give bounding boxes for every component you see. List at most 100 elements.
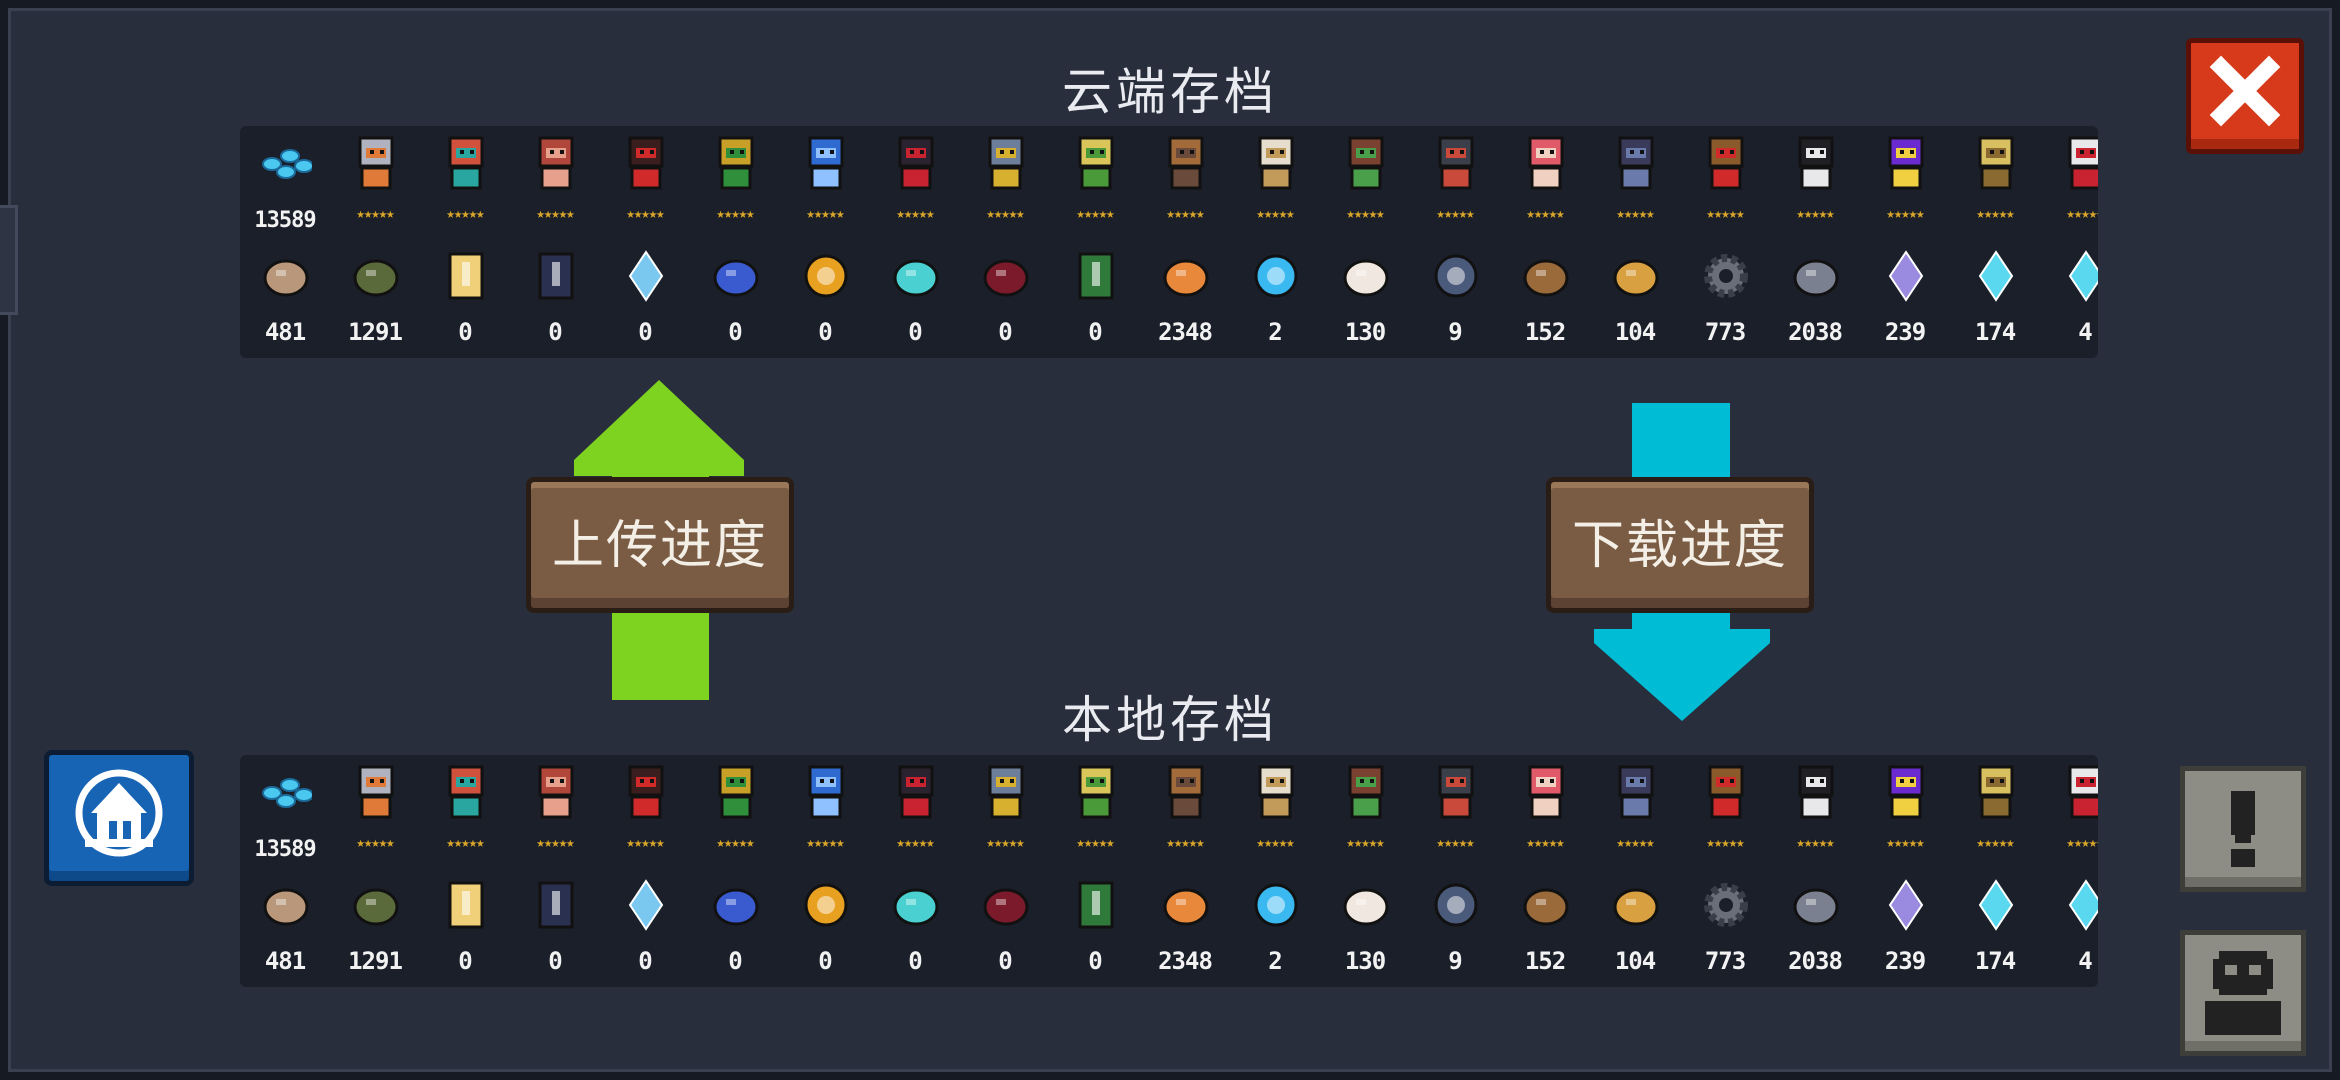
material-cell-partial: 4	[2040, 871, 2098, 987]
hero-stars: ★★★★★	[1436, 206, 1474, 222]
potion-material-icon	[713, 259, 759, 297]
paladin-hero-icon	[988, 765, 1024, 819]
close-button[interactable]	[2186, 38, 2304, 154]
officer-hero-icon	[1708, 136, 1744, 190]
engineer-hero-icon	[718, 136, 754, 190]
material-cell-green-book: 0	[1050, 871, 1140, 987]
hero-stars: ★★★★★	[1796, 206, 1834, 222]
hero-cell-elf: ★★★★★	[1050, 755, 1140, 871]
hero-stars: ★★★★★	[1616, 206, 1654, 222]
hero-stars: ★★★★★	[2066, 206, 2098, 222]
local-save-panel: 13589 ★★★★★ ★★★★★ ★★★★★ ★★★★★ ★★★★★ ★★★★★ ★★★★★…	[240, 755, 2098, 987]
profile-button[interactable]	[2180, 930, 2306, 1056]
hero-cell-assassin: ★★★★★	[600, 126, 690, 242]
vampire-hero-icon	[898, 765, 934, 819]
druid-hero-icon	[1348, 136, 1384, 190]
robot-hero-icon	[808, 765, 844, 819]
hero-cell-swordsman: ★★★★★	[1770, 126, 1860, 242]
crystal-material-icon	[628, 250, 664, 302]
ore-material-icon	[353, 888, 399, 926]
hero-stars: ★★★★★	[356, 835, 394, 851]
hero-cell-officer: ★★★★★	[1680, 126, 1770, 242]
hero-stars: ★★★★★	[536, 206, 574, 222]
swordsman-hero-icon	[1798, 136, 1834, 190]
hero-cell-knight: ★★★★★	[330, 755, 420, 871]
partial-material-icon	[2068, 250, 2098, 302]
material-cell-purple-shard: 239	[1860, 871, 1950, 987]
upload-progress-button[interactable]: 上传进度	[526, 477, 794, 613]
material-count: 773	[1704, 318, 1746, 346]
hero-cell-armadillo: ★★★★★	[1950, 126, 2040, 242]
hero-cell-engineer: ★★★★★	[690, 755, 780, 871]
hero-cell-druid: ★★★★★	[1320, 126, 1410, 242]
material-cell-spirit-gem: 0	[870, 871, 960, 987]
werewolf-hero-icon	[1168, 765, 1204, 819]
material-cell-purple-shard: 239	[1860, 242, 1950, 358]
material-cell-energy-orb: 2	[1230, 242, 1320, 358]
hero-stars: ★★★★★	[536, 835, 574, 851]
green-book-material-icon	[1078, 881, 1114, 929]
hero-stars: ★★★★★	[1796, 835, 1834, 851]
officer-hero-icon	[1708, 765, 1744, 819]
material-count: 0	[638, 947, 652, 975]
material-cell-gold-coin: 0	[780, 242, 870, 358]
material-cell-ore: 1291	[330, 242, 420, 358]
meat-material-icon	[1163, 259, 1209, 297]
hero-stars: ★★★★★	[1976, 835, 2014, 851]
hero-cell-berserker: ★★★★★	[1410, 126, 1500, 242]
material-cell-hammer: 152	[1500, 871, 1590, 987]
close-icon	[2209, 55, 2281, 127]
material-count: 239	[1884, 318, 1926, 346]
hero-stars: ★★★★★	[1346, 835, 1384, 851]
material-count: 9	[1448, 318, 1462, 346]
cloud-service-button[interactable]	[44, 750, 194, 886]
gear-material-icon	[1704, 254, 1748, 298]
energy-orb-material-icon	[1254, 883, 1298, 927]
assassin-hero-icon	[628, 136, 664, 190]
hero-cell-vampire: ★★★★★	[870, 755, 960, 871]
material-cell-iron-ore: 2038	[1770, 871, 1860, 987]
material-count: 0	[1088, 318, 1102, 346]
download-progress-button[interactable]: 下载进度	[1546, 477, 1814, 613]
partial-material-icon	[2068, 879, 2098, 931]
material-count: 0	[638, 318, 652, 346]
material-cell-hammer: 152	[1500, 242, 1590, 358]
material-cell-energy-orb: 2	[1230, 871, 1320, 987]
hero-cell-elf: ★★★★★	[1050, 126, 1140, 242]
material-count: 0	[998, 947, 1012, 975]
material-count: 0	[998, 318, 1012, 346]
cloud-service-logo	[75, 769, 163, 857]
character-silhouette-icon	[2205, 951, 2281, 1035]
gem-cell: 13589	[240, 755, 330, 871]
hero-stars: ★★★★★	[1256, 835, 1294, 851]
armadillo-hero-icon	[1978, 765, 2014, 819]
alert-button[interactable]	[2180, 766, 2306, 892]
hero-cell-wizard: ★★★★★	[1860, 755, 1950, 871]
material-count: 4	[2078, 947, 2092, 975]
material-cell-crystal: 0	[600, 871, 690, 987]
gold-coin-material-icon	[804, 254, 848, 298]
wizard-hero-icon	[1888, 765, 1924, 819]
material-cell-potion: 0	[690, 871, 780, 987]
local-save-title: 本地存档	[1062, 691, 1278, 749]
hero-stars: ★★★★★	[1346, 206, 1384, 222]
wizard-hero-icon	[1888, 136, 1924, 190]
material-cell-sack: 130	[1320, 242, 1410, 358]
hero-stars: ★★★★★	[986, 206, 1024, 222]
hero-stars: ★★★★★	[1166, 835, 1204, 851]
rogue-hero-icon	[448, 765, 484, 819]
side-drawer-tab[interactable]	[0, 205, 18, 315]
assassin-hero-icon	[628, 765, 664, 819]
priest-hero-icon	[1258, 136, 1294, 190]
hero-cell-necromancer: ★★★★★	[1590, 126, 1680, 242]
hero-stars: ★★★★★	[806, 206, 844, 222]
material-cell-wood: 481	[240, 242, 330, 358]
gem-icon	[262, 778, 312, 808]
knight-hero-icon	[358, 765, 394, 819]
material-count: 0	[1088, 947, 1102, 975]
hero-cell-officer: ★★★★★	[1680, 755, 1770, 871]
hero-cell-rogue: ★★★★★	[420, 755, 510, 871]
hero-stars: ★★★★★	[1436, 835, 1474, 851]
hero-stars: ★★★★★	[1616, 835, 1654, 851]
